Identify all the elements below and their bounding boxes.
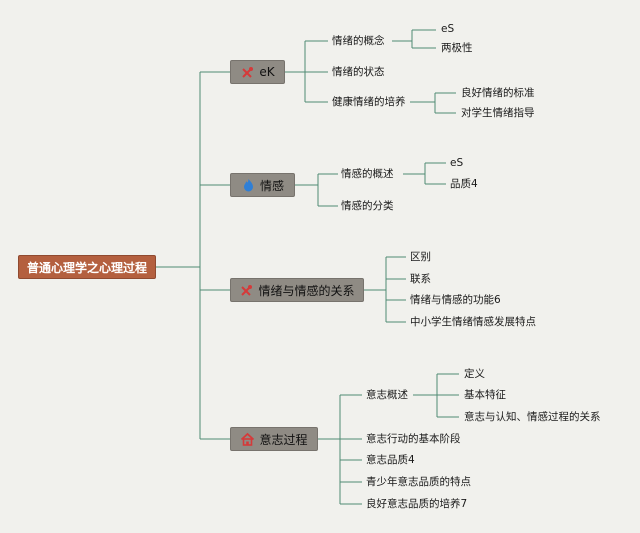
root-node[interactable]: 普通心理学之心理过程 <box>18 255 156 279</box>
node-emotion-states[interactable]: 情绪的状态 <box>332 66 385 78</box>
tools-icon <box>239 283 254 298</box>
node-emotion-polarity[interactable]: 两极性 <box>441 42 473 54</box>
node-will-overview[interactable]: 意志概述 <box>366 389 408 401</box>
branch-node-feeling[interactable]: 情感 <box>230 173 295 197</box>
branch-label: eK <box>259 65 275 79</box>
node-difference[interactable]: 区别 <box>410 251 431 263</box>
node-student-development[interactable]: 中小学生情绪情感发展特点 <box>410 316 536 328</box>
node-will-cultivation[interactable]: 良好意志品质的培养7 <box>366 498 468 510</box>
node-connection[interactable]: 联系 <box>410 273 431 285</box>
node-functions[interactable]: 情绪与情感的功能6 <box>410 294 501 306</box>
branch-label: 情绪与情感的关系 <box>258 283 355 298</box>
node-feeling-classification[interactable]: 情感的分类 <box>341 200 394 212</box>
branch-node-emotion[interactable]: eK <box>230 60 285 84</box>
node-healthy-emotion[interactable]: 健康情绪的培养 <box>332 96 406 108</box>
node-youth-will-traits[interactable]: 青少年意志品质的特点 <box>366 476 471 488</box>
node-will-definition[interactable]: 定义 <box>464 368 485 380</box>
node-feeling-overview-es[interactable]: eS <box>450 157 464 169</box>
node-will-action-stages[interactable]: 意志行动的基本阶段 <box>366 433 461 445</box>
node-feeling-overview[interactable]: 情感的概述 <box>341 168 394 180</box>
branch-label: 意志过程 <box>259 432 308 447</box>
branch-label: 情感 <box>259 178 284 193</box>
flame-icon <box>241 178 256 193</box>
branch-node-relation[interactable]: 情绪与情感的关系 <box>230 278 364 302</box>
node-feeling-quality[interactable]: 品质4 <box>450 178 478 190</box>
tools-icon <box>240 65 255 80</box>
node-emotion-concept[interactable]: 情绪的概念 <box>332 35 385 47</box>
home-icon <box>240 432 255 447</box>
node-student-emotion-guidance[interactable]: 对学生情绪指导 <box>461 107 535 119</box>
node-will-features[interactable]: 基本特征 <box>464 389 506 401</box>
node-good-emotion-standard[interactable]: 良好情绪的标准 <box>461 87 535 99</box>
node-will-quality[interactable]: 意志品质4 <box>366 454 415 466</box>
branch-node-will[interactable]: 意志过程 <box>230 427 318 451</box>
node-emotion-concept-es[interactable]: eS <box>441 23 455 35</box>
node-will-cognition-relation[interactable]: 意志与认知、情感过程的关系 <box>464 411 601 423</box>
